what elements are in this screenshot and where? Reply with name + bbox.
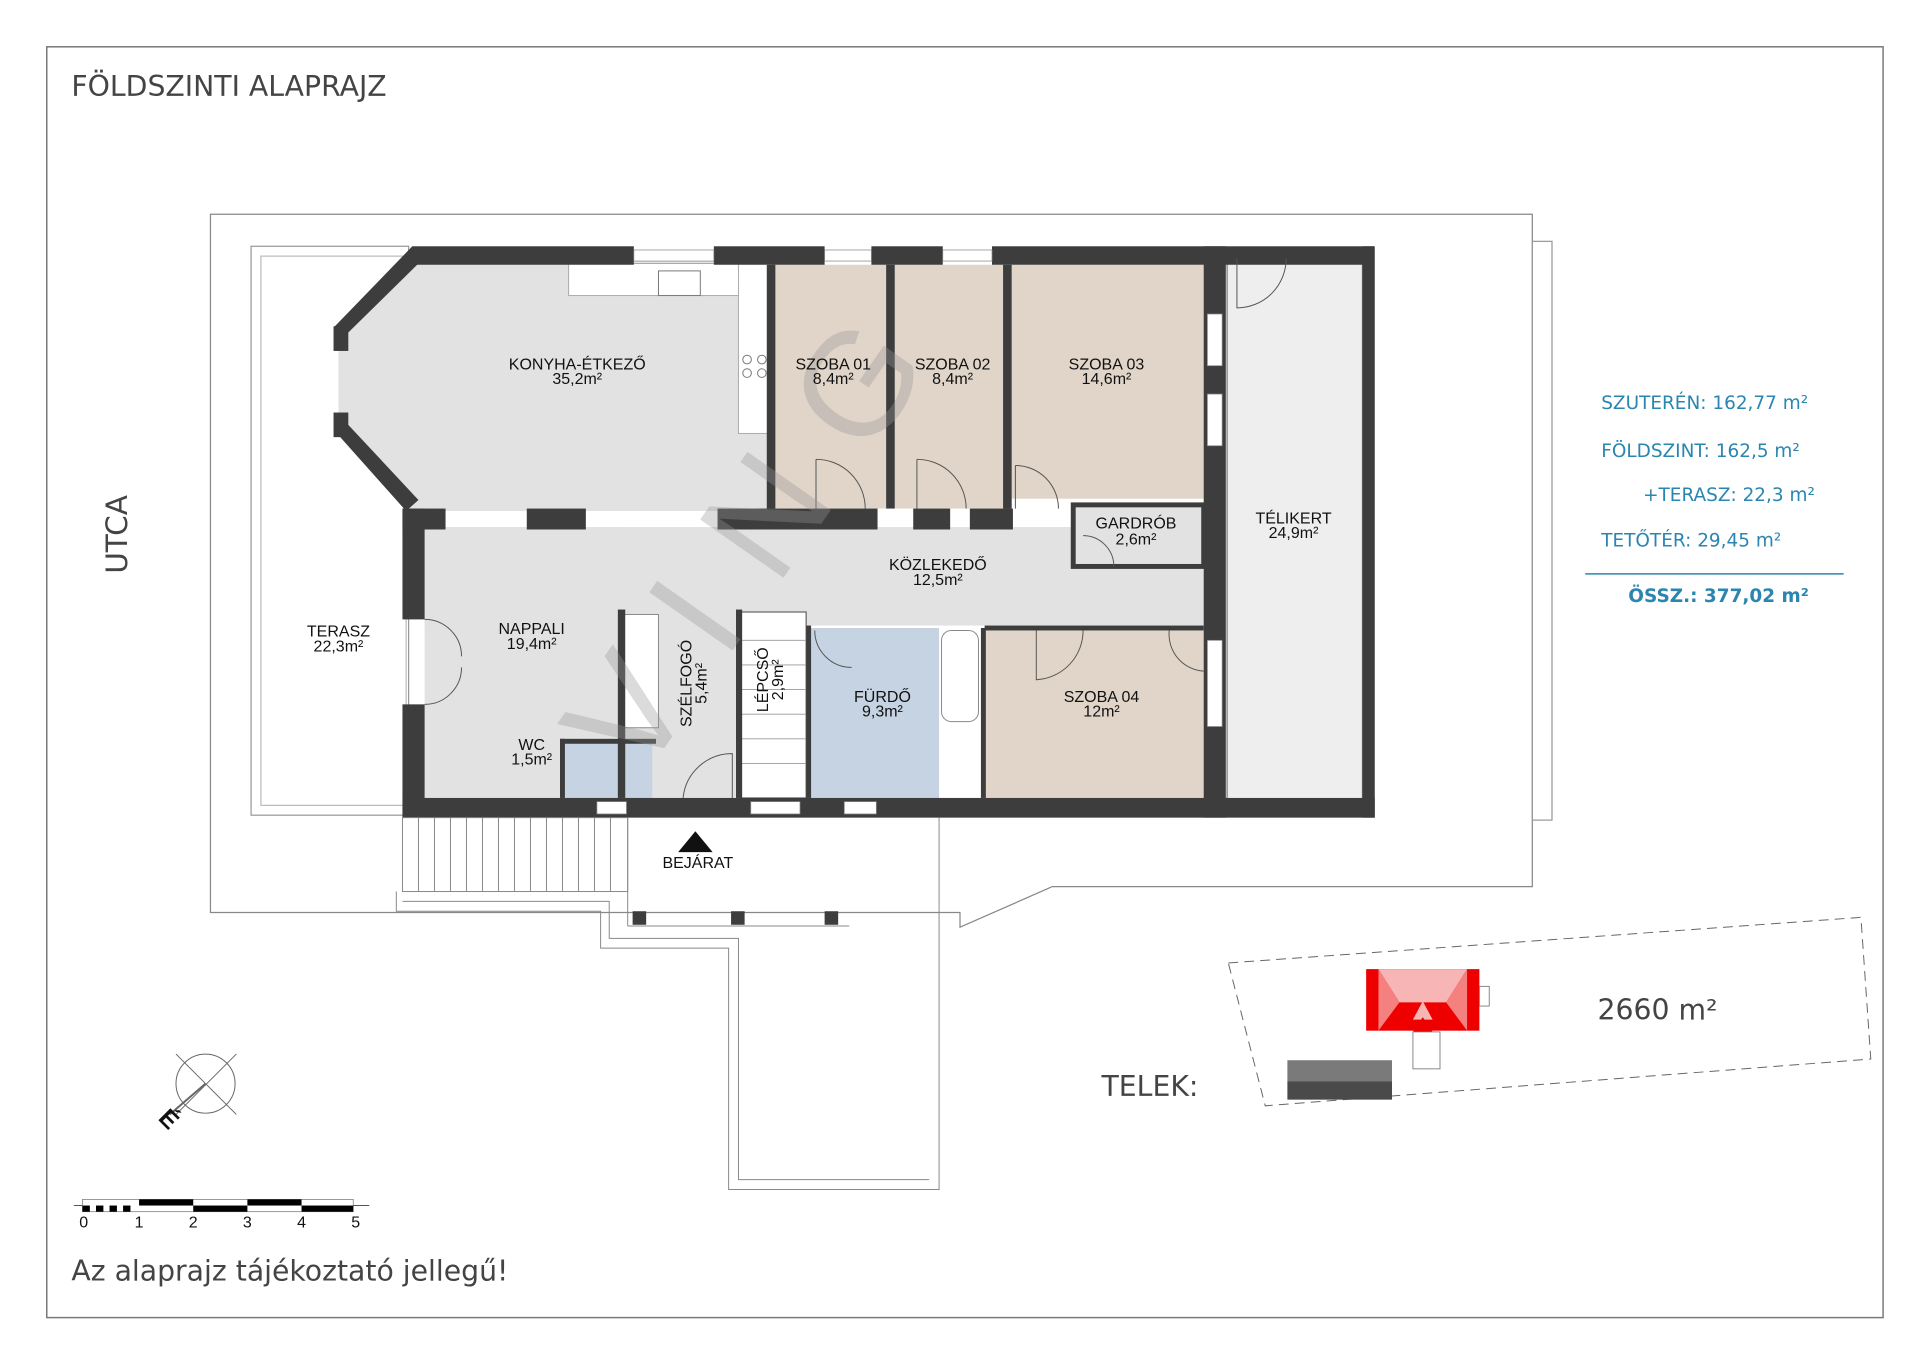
scale-tick-3: 3	[243, 1215, 252, 1232]
door-swings	[424, 258, 1287, 798]
area-nappali: 19,4m²	[507, 636, 557, 653]
label-szoba03: SZOBA 03	[1069, 356, 1145, 373]
room-szoba03	[1011, 264, 1204, 499]
north-letter: É	[153, 1104, 184, 1135]
room-wc	[563, 742, 653, 798]
plot-label: TELEK:	[1101, 1070, 1199, 1103]
sink-icon	[657, 270, 701, 297]
summary-terasz: +TERASZ: 22,3 m²	[1643, 485, 1815, 506]
entrance-arrow-icon	[678, 831, 713, 853]
garage-block	[1287, 1060, 1392, 1082]
plot-area: 2660 m²	[1598, 994, 1718, 1027]
label-gardrob: GARDRÓB	[1096, 513, 1177, 532]
label-lepcso: LÉPCSŐ	[753, 647, 772, 712]
stairs-steps	[740, 639, 807, 764]
area-telikert: 24,9m²	[1269, 525, 1319, 542]
garage-block-dark	[1287, 1081, 1392, 1100]
label-nappali: NAPPALI	[498, 621, 564, 638]
area-szoba04: 12m²	[1083, 704, 1120, 721]
area-konyha: 35,2m²	[552, 371, 602, 388]
side-wall-line	[1531, 240, 1553, 821]
entrance-label: BEJÁRAT	[662, 853, 733, 872]
label-szoba02: SZOBA 02	[915, 356, 991, 373]
plot-map: 2660 m² TELEK:	[1101, 916, 1872, 1107]
disclaimer: Az alaprajz tájékoztató jellegű!	[71, 1255, 508, 1288]
area-summary: SZUTERÉN: 162,77 m² FÖLDSZINT: 162,5 m² …	[1585, 392, 1844, 607]
scale-bar: 0 1 2 3 4 5	[73, 1199, 370, 1232]
area-terasz: 22,3m²	[314, 638, 364, 655]
area-furdo: 9,3m²	[862, 704, 904, 721]
label-szoba01: SZOBA 01	[795, 356, 871, 373]
windows	[596, 249, 1223, 815]
plot-outline	[1227, 916, 1872, 1107]
north-arrow-icon	[169, 1053, 237, 1116]
stove-icon	[742, 354, 767, 378]
area-szelfogo: 5,4m²	[693, 662, 710, 704]
area-szoba01: 8,4m²	[813, 371, 855, 388]
label-furdo: FÜRDŐ	[854, 687, 911, 706]
room-lepcso	[740, 611, 807, 799]
area-kozlekedo: 12,5m²	[913, 572, 963, 589]
area-gardrob: 2,6m²	[1116, 531, 1158, 548]
label-konyha: KONYHA-ÉTKEZŐ	[509, 354, 646, 373]
summary-suteren: SZUTERÉN: 162,77 m²	[1601, 392, 1808, 414]
scale-tick-5: 5	[351, 1215, 360, 1232]
label-szoba04: SZOBA 04	[1064, 689, 1140, 706]
area-szoba02: 8,4m²	[932, 371, 974, 388]
room-szoba01	[775, 264, 890, 509]
walls	[333, 246, 1375, 818]
house-roof-icon	[1366, 969, 1490, 1070]
scale-tick-4: 4	[297, 1215, 306, 1232]
front-steps	[395, 817, 940, 1191]
page-title: FÖLDSZINTI ALAPRAJZ	[71, 69, 386, 103]
scale-tick-2: 2	[189, 1215, 198, 1232]
sheet-frame	[46, 46, 1884, 1319]
room-szoba04	[984, 630, 1204, 798]
room-labels: KONYHA-ÉTKEZŐ 35,2m² SZOBA 01 8,4m² SZOB…	[307, 354, 1332, 768]
label-szelfogo: SZÉLFOGÓ	[677, 640, 696, 727]
street-label: UTCA	[100, 495, 134, 574]
summary-total: ÖSSZ.: 377,02 m²	[1628, 585, 1809, 607]
room-telikert	[1226, 257, 1364, 808]
room-konyha	[338, 256, 773, 512]
label-terasz: TERASZ	[307, 624, 370, 641]
label-kozlekedo: KÖZLEKEDŐ	[889, 555, 987, 574]
wardrobe-closet	[623, 613, 659, 729]
room-furdo	[809, 628, 940, 798]
room-gardrob	[1070, 502, 1207, 569]
bathtub	[941, 629, 979, 723]
scale-tick-1: 1	[135, 1215, 144, 1232]
room-szoba02	[894, 264, 1007, 509]
label-wc: WC	[518, 737, 545, 754]
scale-tick-0: 0	[79, 1215, 88, 1232]
area-wc: 1,5m²	[511, 752, 553, 769]
area-szoba03: 14,6m²	[1082, 371, 1132, 388]
summary-tetoter: TETŐTÉR: 29,45 m²	[1600, 530, 1781, 552]
entrance-pillars	[632, 911, 839, 925]
area-lepcso: 2,9m²	[770, 659, 787, 701]
label-telikert: TÉLIKERT	[1255, 508, 1331, 527]
summary-foldszint: FÖLDSZINT: 162,5 m²	[1601, 440, 1800, 462]
